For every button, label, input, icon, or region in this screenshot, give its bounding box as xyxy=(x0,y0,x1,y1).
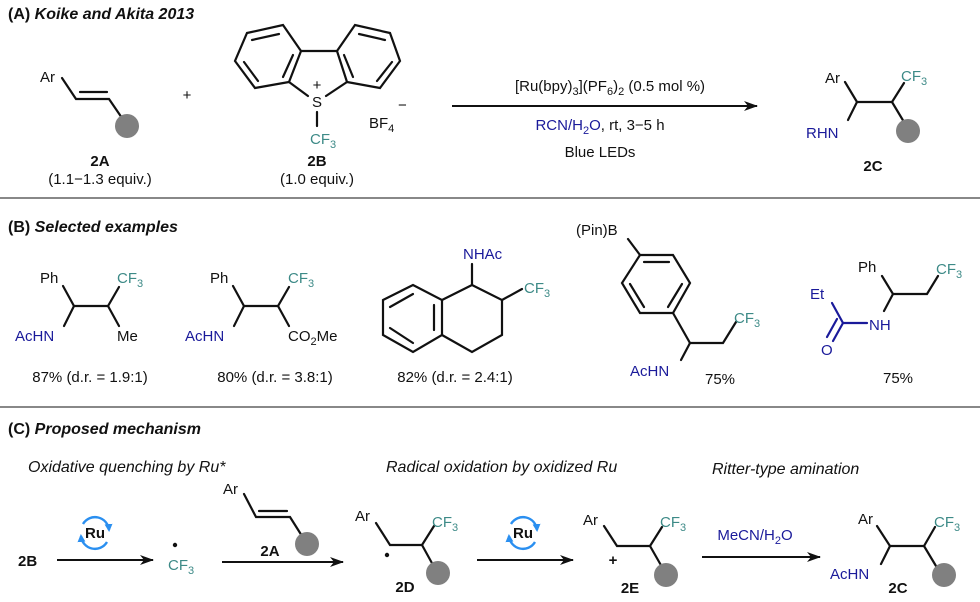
amine-label: AcHN xyxy=(15,328,54,345)
aryl-label: Ar xyxy=(583,512,598,529)
alkene-2a: Ar 2A xyxy=(223,481,319,560)
section-a: (A) Koike and Akita 2013 Ar 2A (1.1−1.3 … xyxy=(8,6,927,188)
section-c-title: (C) Proposed mechanism xyxy=(8,421,201,438)
step3-label: Ritter-type amination xyxy=(712,461,859,478)
amine-label: AcHN xyxy=(630,363,669,380)
solvent-condition: RCN/H2O, rt, 3−5 h xyxy=(535,117,664,137)
cf3-label: CF3 xyxy=(734,310,760,330)
intermediate-2d: Ar CF3 2D xyxy=(355,508,458,596)
yield-label: 75% xyxy=(705,371,735,388)
section-b: (B) Selected examples Ph CF3 AcHN Me 87%… xyxy=(8,219,962,388)
cycle-arrow-icon xyxy=(505,534,537,551)
yield-label: 87% (d.r. = 1.9:1) xyxy=(32,369,147,386)
compound-label-2a: 2A xyxy=(90,153,109,170)
anion-charge: − xyxy=(398,97,407,114)
radical-dot xyxy=(384,552,390,558)
cf3-label: CF3 xyxy=(288,270,314,290)
phenyl-label: Ph xyxy=(210,270,228,287)
compound-label-2b: 2B xyxy=(18,553,37,570)
ru-label: Ru xyxy=(513,525,533,542)
nh-label: NH xyxy=(869,317,891,334)
step2-label: Radical oxidation by oxidized Ru xyxy=(386,459,617,476)
cycle-arrow-icon xyxy=(509,515,541,532)
cf3-label: CF3 xyxy=(934,514,960,534)
yield-label: 80% (d.r. = 3.8:1) xyxy=(217,369,332,386)
product-2c: Ar CF3 RHN 2C xyxy=(806,68,927,175)
cf3-label: CF3 xyxy=(432,514,458,534)
section-a-title: (A) Koike and Akita 2013 xyxy=(8,6,194,23)
aryl-label: Ar xyxy=(355,508,370,525)
amine-label: AcHN xyxy=(185,328,224,345)
compound-label-2c: 2C xyxy=(888,580,907,597)
cf3-label: CF3 xyxy=(901,68,927,88)
radical-dot xyxy=(172,542,178,548)
step1-label: Oxidative quenching by Ru* xyxy=(28,459,226,476)
example-4: (Pin)B CF3 AcHN 75% xyxy=(576,222,760,388)
cf3-label: CF3 xyxy=(660,514,686,534)
cf3-radical-label: CF3 xyxy=(168,557,194,577)
cycle-arrow-icon xyxy=(77,534,109,551)
example-1: Ph CF3 AcHN Me 87% (d.r. = 1.9:1) xyxy=(15,270,148,386)
aryl-label: Ar xyxy=(825,70,840,87)
yield-label: 75% xyxy=(883,370,913,387)
equiv-2b: (1.0 equiv.) xyxy=(280,171,354,188)
substituent-dot xyxy=(654,563,678,587)
amine-label: NHAc xyxy=(463,246,503,263)
ru-cycle-1: Ru xyxy=(77,515,113,551)
light-condition: Blue LEDs xyxy=(565,144,636,161)
ritter-reagent: MeCN/H2O xyxy=(717,527,792,547)
cycle-arrow-icon xyxy=(81,515,113,532)
substituent-dot xyxy=(896,119,920,143)
boronate-label: (Pin)B xyxy=(576,222,618,239)
phenyl-label: Ph xyxy=(40,270,58,287)
amine-label: RHN xyxy=(806,125,839,142)
ethyl-label: Et xyxy=(810,286,825,303)
aryl-label: Ar xyxy=(223,481,238,498)
substituent-dot xyxy=(932,563,956,587)
ru-cycle-2: Ru xyxy=(505,515,541,551)
amine-label: AcHN xyxy=(830,566,869,583)
compound-label-2b: 2B xyxy=(307,153,326,170)
plus-sign: + xyxy=(183,87,192,104)
cf3-label: CF3 xyxy=(524,280,550,300)
compound-label-2e: 2E xyxy=(621,580,639,597)
cf3-label: CF3 xyxy=(117,270,143,290)
compound-label-2a: 2A xyxy=(260,543,279,560)
counterion-label: BF4 xyxy=(369,115,394,135)
section-b-title: (B) Selected examples xyxy=(8,219,178,236)
catalyst-condition: [Ru(bpy)3](PF6)2 (0.5 mol %) xyxy=(515,78,705,98)
yield-label: 82% (d.r. = 2.4:1) xyxy=(397,369,512,386)
product-2c-mechanism: Ar CF3 AcHN 2C xyxy=(830,511,960,597)
sulfonium-charge: + xyxy=(313,77,322,94)
compound-label-2c: 2C xyxy=(863,158,882,175)
equiv-2a: (1.1−1.3 equiv.) xyxy=(48,171,152,188)
example-3: NHAc CF3 82% (d.r. = 2.4:1) xyxy=(381,246,550,386)
substituent-dot xyxy=(115,114,139,138)
aryl-label: Ar xyxy=(40,69,55,86)
oxygen-label: O xyxy=(821,342,833,359)
phenyl-label: Ph xyxy=(858,259,876,276)
cation-charge: + xyxy=(609,552,618,569)
substituent-dot xyxy=(426,561,450,585)
sulfur-label: S xyxy=(312,94,322,111)
ru-label: Ru xyxy=(85,525,105,542)
ester-label: CO2Me xyxy=(288,328,337,348)
example-2: Ph CF3 AcHN CO2Me 80% (d.r. = 3.8:1) xyxy=(185,270,337,386)
example-5: Ph CF3 NH Et O 75% xyxy=(810,259,962,387)
substituent-dot xyxy=(295,532,319,556)
substituent-label: Me xyxy=(117,328,138,345)
aryl-label: Ar xyxy=(858,511,873,528)
cf3-label: CF3 xyxy=(936,261,962,281)
cf3-label: CF3 xyxy=(310,131,336,151)
compound-label-2d: 2D xyxy=(395,579,414,596)
section-c: (C) Proposed mechanism Oxidative quenchi… xyxy=(8,421,960,597)
intermediate-2e: Ar + CF3 2E xyxy=(583,512,686,597)
reagent-2b: + S CF3 BF4 − 2B (1.0 equiv.) xyxy=(233,23,407,188)
reagent-2a: Ar 2A (1.1−1.3 equiv.) xyxy=(40,69,152,188)
